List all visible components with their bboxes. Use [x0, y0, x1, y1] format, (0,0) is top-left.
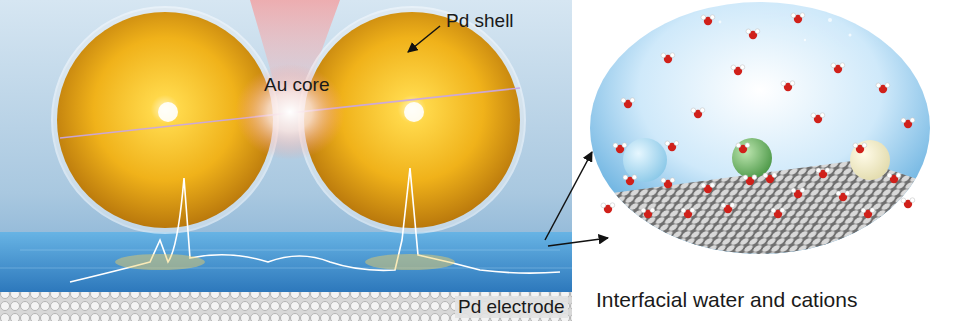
zoom-caption: Interfacial water and cations — [596, 288, 857, 312]
shell-label: Pd shell — [446, 10, 514, 32]
electrode-label: Pd electrode — [455, 296, 568, 318]
core-label: Au core — [264, 74, 329, 96]
